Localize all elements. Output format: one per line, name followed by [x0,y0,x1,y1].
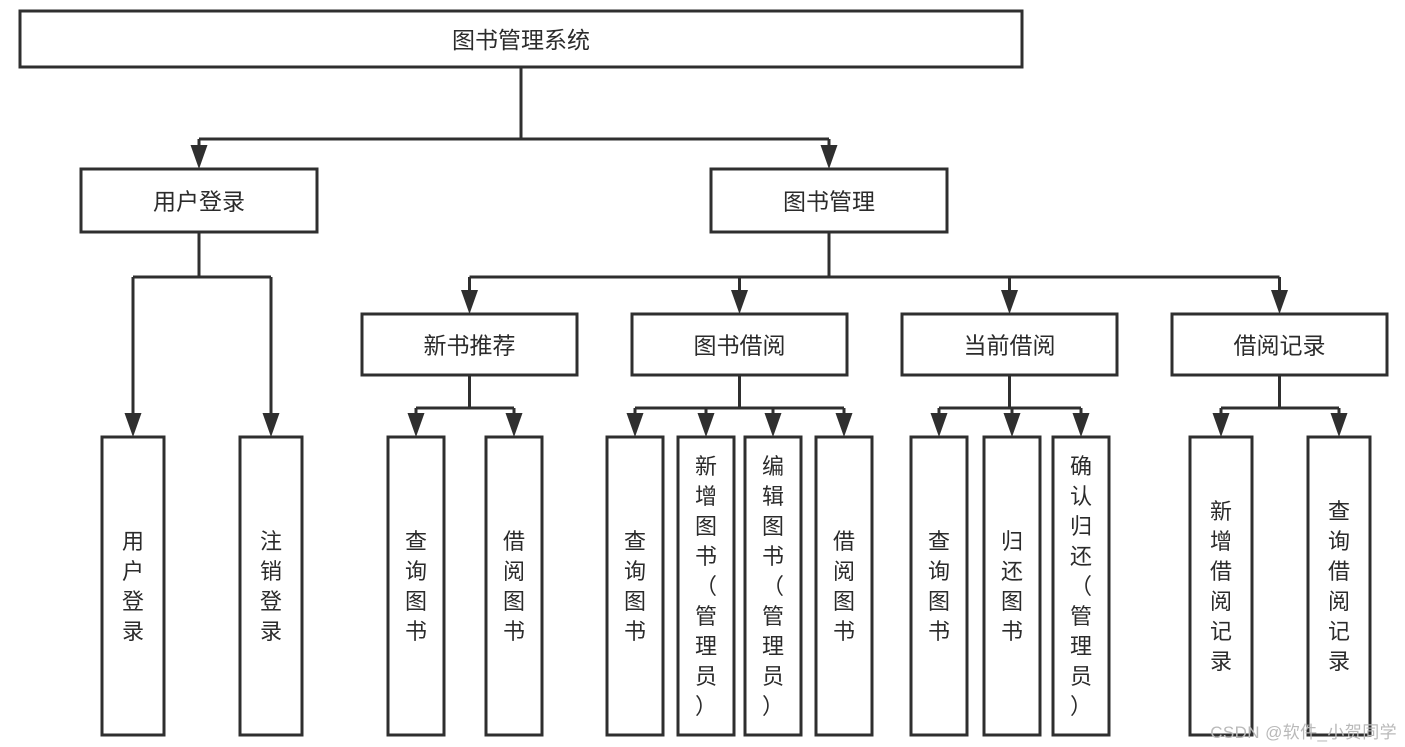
node-label: 查询图书 [624,529,646,644]
node-l_confirm_return[interactable]: 确认归还（管理员） [1051,435,1111,737]
node-l_query_record[interactable]: 查询借阅记录 [1306,435,1372,737]
node-box[interactable] [18,9,1024,69]
arrow-head-icon [1072,413,1090,437]
arrow-head-icon [262,413,280,437]
node-box[interactable] [484,435,544,737]
arrow-head-icon [731,290,748,314]
node-box[interactable] [360,312,579,377]
node-box[interactable] [386,435,446,737]
node-root[interactable]: 图书管理系统 [18,9,1024,69]
arrow-head-icon [461,290,478,314]
node-l_query_book_2[interactable]: 查询图书 [605,435,665,737]
node-box[interactable] [743,435,803,737]
node-l_return_book[interactable]: 归还图书 [982,435,1042,737]
node-box[interactable] [630,312,849,377]
node-label: 借阅图书 [833,529,855,644]
node-n_current_borrow[interactable]: 当前借阅 [900,312,1119,377]
arrow-head-icon [1330,413,1348,437]
node-n_user_login[interactable]: 用户登录 [79,167,319,234]
arrow-head-icon [626,413,644,437]
connector-layer [124,67,1348,437]
node-l_add_book[interactable]: 新增图书（管理员） [676,435,736,737]
node-l_query_book_3[interactable]: 查询图书 [909,435,969,737]
node-layer: 图书管理系统用户登录图书管理新书推荐图书借阅当前借阅借阅记录用户登录注销登录查询… [18,9,1389,737]
node-l_borrow_book_1[interactable]: 借阅图书 [484,435,544,737]
arrow-head-icon [505,413,523,437]
node-label: 查询图书 [928,529,950,644]
arrow-head-icon [190,145,208,169]
node-n_new_book_rec[interactable]: 新书推荐 [360,312,579,377]
node-box[interactable] [1051,435,1111,737]
node-label: 查询图书 [405,529,427,644]
arrow-head-icon [1001,290,1018,314]
node-box[interactable] [79,167,319,234]
node-label: 确认归还（管理员） [1070,454,1092,719]
arrow-head-icon [1212,413,1230,437]
node-n_book_borrow[interactable]: 图书借阅 [630,312,849,377]
node-label: 借阅图书 [503,529,525,644]
node-box[interactable] [605,435,665,737]
arrow-head-icon [124,413,142,437]
node-label: 当前借阅 [964,333,1056,359]
node-label: 编辑图书（管理员） [762,454,784,719]
node-box[interactable] [100,435,166,737]
arrow-head-icon [930,413,948,437]
node-box[interactable] [900,312,1119,377]
watermark-label: CSDN @软件_小贺同学 [1210,723,1397,742]
node-label: 图书管理 [783,189,875,215]
node-l_add_record[interactable]: 新增借阅记录 [1188,435,1254,737]
node-l_borrow_book_2[interactable]: 借阅图书 [814,435,874,737]
arrow-head-icon [820,145,838,169]
node-box[interactable] [1170,312,1389,377]
node-label: 新增图书（管理员） [695,454,717,719]
arrow-head-icon [835,413,853,437]
node-box[interactable] [814,435,874,737]
node-n_borrow_record[interactable]: 借阅记录 [1170,312,1389,377]
node-box[interactable] [909,435,969,737]
node-l_edit_book[interactable]: 编辑图书（管理员） [743,435,803,737]
arrow-head-icon [697,413,715,437]
node-label: 归还图书 [1001,529,1023,644]
arrow-head-icon [1003,413,1021,437]
node-box[interactable] [676,435,736,737]
node-l_user_login[interactable]: 用户登录 [100,435,166,737]
node-l_query_book_1[interactable]: 查询图书 [386,435,446,737]
node-n_book_mgmt[interactable]: 图书管理 [709,167,949,234]
node-box[interactable] [1188,435,1254,737]
node-label: 新增借阅记录 [1210,499,1232,674]
node-box[interactable] [982,435,1042,737]
node-label: 查询借阅记录 [1328,499,1350,674]
arrow-head-icon [407,413,425,437]
node-label: 注销登录 [260,529,282,644]
node-label: 用户登录 [153,189,245,215]
node-l_logout[interactable]: 注销登录 [238,435,304,737]
node-box[interactable] [238,435,304,737]
node-box[interactable] [709,167,949,234]
node-label: 图书管理系统 [452,27,590,53]
arrow-head-icon [764,413,782,437]
node-label: 用户登录 [122,529,144,644]
node-box[interactable] [1306,435,1372,737]
node-label: 借阅记录 [1234,333,1326,359]
node-label: 图书借阅 [694,333,786,359]
node-label: 新书推荐 [424,333,516,359]
arrow-head-icon [1271,290,1288,314]
